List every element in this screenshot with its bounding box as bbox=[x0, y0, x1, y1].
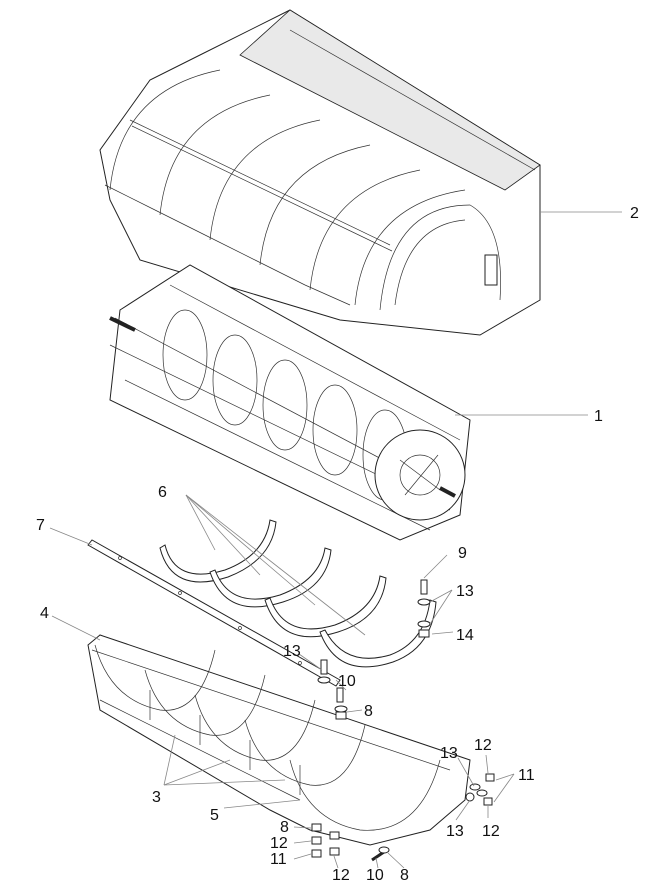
callout-1: 1 bbox=[594, 408, 603, 425]
callout-5: 5 bbox=[210, 807, 219, 824]
callout-13-b: 13 bbox=[283, 643, 301, 660]
rotor-drum bbox=[109, 264, 471, 541]
callout-7: 7 bbox=[36, 517, 45, 534]
callout-12-d: 12 bbox=[332, 867, 350, 884]
callout-13-c: 13 bbox=[440, 745, 458, 762]
callout-10-a: 10 bbox=[338, 673, 356, 690]
callout-12-b: 12 bbox=[482, 823, 500, 840]
callout-labels: 2 1 6 7 9 13 14 4 13 10 8 12 13 11 3 5 1… bbox=[36, 205, 639, 884]
hardware bbox=[311, 579, 495, 862]
callout-11-b: 11 bbox=[270, 851, 287, 868]
long-bar bbox=[87, 539, 341, 687]
callout-12-a: 12 bbox=[474, 737, 492, 754]
callout-4: 4 bbox=[40, 605, 49, 622]
callout-13-a: 13 bbox=[456, 583, 474, 600]
callout-6: 6 bbox=[158, 484, 167, 501]
leader-lines bbox=[49, 211, 622, 869]
callout-2: 2 bbox=[630, 205, 639, 222]
callout-9: 9 bbox=[458, 545, 467, 562]
callout-10-b: 10 bbox=[366, 867, 384, 884]
callout-14: 14 bbox=[456, 627, 474, 644]
lower-trough bbox=[87, 634, 471, 846]
callout-13-d: 13 bbox=[446, 823, 464, 840]
u-straps bbox=[159, 519, 437, 668]
callout-3: 3 bbox=[152, 789, 161, 806]
callout-11-a: 11 bbox=[518, 767, 535, 784]
callout-12-c: 12 bbox=[270, 835, 288, 852]
callout-8-a: 8 bbox=[364, 703, 373, 720]
callout-8-b: 8 bbox=[280, 819, 289, 836]
upper-housing bbox=[99, 9, 541, 336]
callout-8-c: 8 bbox=[400, 867, 409, 884]
